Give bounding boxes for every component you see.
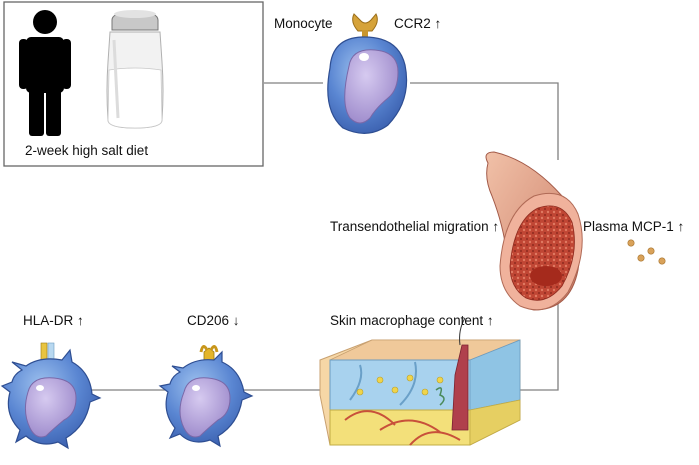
monocyte-cell (327, 13, 408, 134)
blood-vessel (485, 151, 583, 311)
connector-lines (92, 82, 559, 391)
person-icon (19, 10, 71, 136)
transendothelial-migration-label: Transendothelial migration ↑ (330, 219, 500, 234)
skin-macrophage-label: Skin macrophage content ↑ (330, 313, 494, 328)
ccr2-label: CCR2 ↑ (394, 16, 442, 31)
macrophage-hladr-cell (0, 342, 102, 450)
diet-label: 2-week high salt diet (25, 143, 149, 158)
macrophage-cd206-cell (158, 345, 254, 448)
skin-cross-section (319, 317, 521, 446)
salt-shaker-icon (106, 10, 164, 129)
mcp1-particles (627, 239, 666, 265)
plasma-mcp1-label: Plasma MCP-1 ↑ (583, 219, 685, 234)
cd206-label: CD206 ↓ (187, 313, 240, 328)
monocyte-label: Monocyte (274, 16, 333, 31)
hladr-label: HLA-DR ↑ (23, 313, 84, 328)
